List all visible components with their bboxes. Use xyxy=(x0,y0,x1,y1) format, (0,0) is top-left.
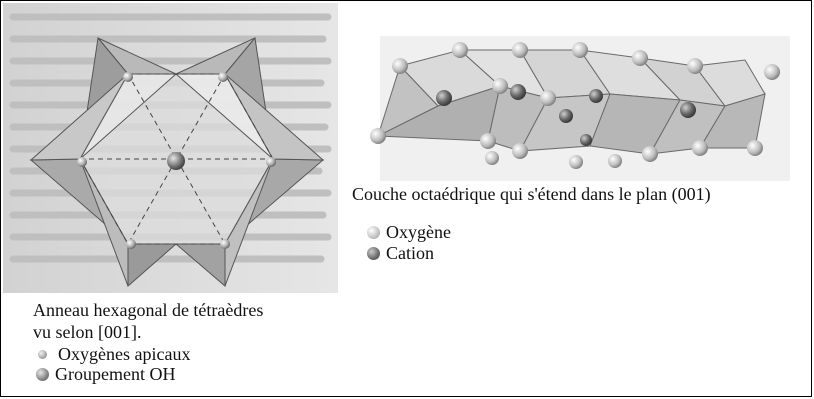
legend-item-apical-oxygen: Oxygènes apicaux xyxy=(36,344,190,364)
hexagonal-ring-panel xyxy=(3,3,338,293)
cation-spheres xyxy=(436,84,696,146)
cation-sphere-icon xyxy=(367,246,380,260)
legend-item-oh-group: Groupement OH xyxy=(36,364,175,384)
legend-label: Oxygène xyxy=(386,222,451,242)
octahedra xyxy=(376,49,766,155)
large-sphere-icon xyxy=(36,367,49,381)
ring-spheres xyxy=(77,72,276,249)
legend-label: Oxygènes apicaux xyxy=(58,344,191,364)
legend-item-oxygen: Oxygène xyxy=(367,222,451,242)
octahedral-layer-caption: Couche octaédrique qui s'étend dans le p… xyxy=(352,184,711,204)
hexagonal-ring-caption-line1: Anneau hexagonal de tétraèdres xyxy=(33,300,264,320)
tetrahedra xyxy=(29,36,325,288)
octahedral-layer-diagram xyxy=(370,36,790,181)
dashed-edges xyxy=(79,73,274,245)
legend-item-cation: Cation xyxy=(367,243,434,263)
hexagonal-ring-diagram xyxy=(3,3,338,293)
oxygen-sphere-icon xyxy=(367,225,380,239)
octahedral-layer-panel xyxy=(360,36,790,181)
hexagonal-ring-caption-line2: vu selon [001]. xyxy=(33,322,142,342)
small-sphere-icon xyxy=(38,349,47,359)
legend-label: Cation xyxy=(386,243,434,263)
legend-label: Groupement OH xyxy=(55,364,176,384)
oxygen-spheres xyxy=(370,42,780,169)
